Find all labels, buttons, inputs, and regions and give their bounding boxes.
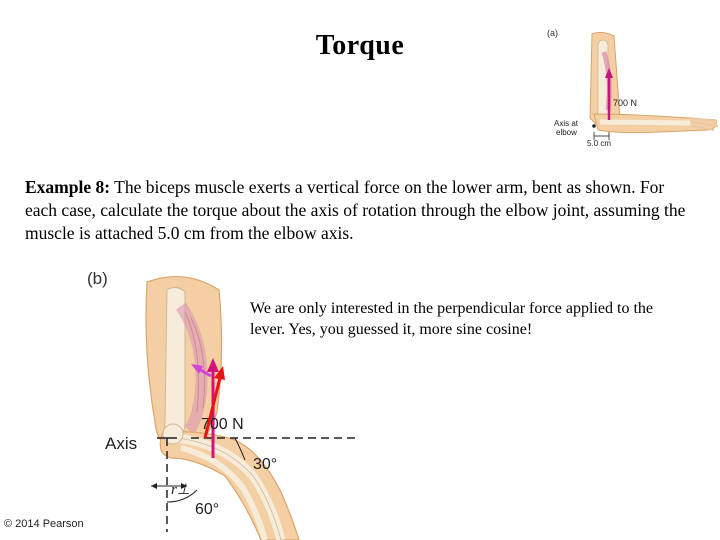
axis-label-a-line2: elbow bbox=[556, 128, 577, 137]
hand-bones bbox=[689, 117, 719, 131]
angle-30-label: 30° bbox=[253, 456, 277, 473]
axis-label-b: Axis bbox=[105, 434, 137, 453]
biceps-muscle bbox=[175, 302, 208, 435]
forearm-bone bbox=[599, 119, 691, 126]
example-problem-text: Example 8: The biceps muscle exerts a ve… bbox=[25, 176, 697, 245]
angle-30-arc bbox=[234, 437, 246, 461]
elbow-joint bbox=[162, 423, 184, 445]
perpendicular-force-arrowhead bbox=[214, 366, 225, 380]
force-arrowhead-b bbox=[207, 358, 219, 372]
figure-b-panel-label: (b) bbox=[87, 269, 108, 288]
axis-label-a-line1: Axis at bbox=[554, 119, 579, 128]
copyright-notice: © 2014 Pearson bbox=[4, 518, 84, 530]
figure-a-arm-diagram: (a) 700 N Axis at elbow 5.0 cm bbox=[547, 28, 719, 148]
example-body: The biceps muscle exerts a vertical forc… bbox=[25, 177, 686, 243]
force-arrowhead-a bbox=[605, 68, 613, 78]
figure-a-panel-label: (a) bbox=[547, 28, 558, 38]
slide-title: Torque bbox=[315, 30, 405, 61]
angle-60-label: 60° bbox=[195, 501, 219, 518]
note-text: We are only interested in the perpendicu… bbox=[250, 300, 653, 338]
force-label-a: 700 N bbox=[613, 98, 637, 108]
r-perp-label: r⊥ bbox=[171, 482, 190, 498]
force-label-b: 700 N bbox=[201, 416, 244, 433]
elbow-axis-point-a bbox=[592, 124, 596, 128]
perpendicular-force-arrow bbox=[203, 373, 223, 439]
angle-60-arc bbox=[166, 489, 198, 503]
example-label: Example 8: bbox=[25, 177, 111, 197]
ulna-bone bbox=[180, 445, 268, 540]
figure-b-arm-diagram: (b) Axis 30° 60° r⊥ 700 N bbox=[87, 269, 357, 540]
forearm-shape bbox=[159, 431, 300, 540]
distance-label-a: 5.0 cm bbox=[587, 139, 611, 148]
